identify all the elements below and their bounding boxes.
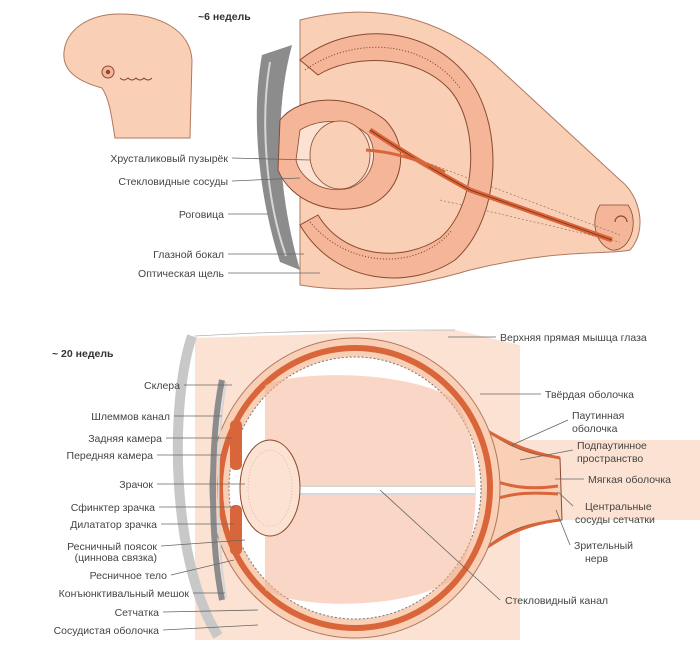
label-posterior-chamber: Задняя камера: [88, 433, 162, 445]
bottom-title: ~ 20 недель: [52, 348, 114, 360]
label-hyaloid-vessels: Стекловидные сосуды: [118, 176, 228, 188]
label-lens-vesicle: Хрусталиковый пузырёк: [110, 153, 228, 165]
label-sclera: Склера: [144, 380, 180, 392]
label-central-vessels-2: сосуды сетчатки: [575, 514, 655, 526]
embryo-thumbnail: [64, 14, 192, 138]
label-arachnoid-1: Паутинная: [572, 410, 624, 422]
label-superior-rectus: Верхняя прямая мышца глаза: [500, 332, 647, 344]
label-optic-nerve-1: Зрительный: [574, 540, 633, 552]
label-schlemm-canal: Шлеммов канал: [91, 411, 170, 423]
label-hyaloid-canal: Стекловидный канал: [505, 595, 608, 607]
label-subarachnoid-2: пространство: [577, 453, 643, 465]
label-conjunctival-sac: Конъюнктивальный мешок: [59, 588, 190, 600]
label-choroid: Сосудистая оболочка: [54, 625, 160, 637]
label-zinn-ligament: (циннова связка): [75, 552, 157, 564]
label-dura-mater: Твёрдая оболочка: [545, 389, 634, 401]
label-pupil: Зрачок: [119, 479, 153, 491]
label-ciliary-body: Ресничное тело: [90, 570, 168, 582]
label-cornea: Роговица: [179, 209, 224, 221]
label-subarachnoid-1: Подпаутинное: [577, 440, 647, 452]
label-anterior-chamber: Передняя камера: [67, 450, 154, 462]
label-optic-cup: Глазной бокал: [153, 249, 224, 261]
label-optic-fissure: Оптическая щель: [138, 268, 224, 280]
label-pia-mater: Мягкая оболочка: [588, 474, 671, 486]
label-pupil-dilator: Дилататор зрачка: [70, 519, 157, 531]
label-arachnoid-2: оболочка: [572, 423, 618, 435]
top-title: ~6 недель: [198, 11, 251, 23]
label-optic-nerve-2: нерв: [585, 553, 608, 565]
label-pupil-sphincter: Сфинктер зрачка: [71, 502, 155, 514]
label-retina: Сетчатка: [115, 607, 160, 619]
label-central-vessels-1: Центральные: [585, 501, 652, 513]
